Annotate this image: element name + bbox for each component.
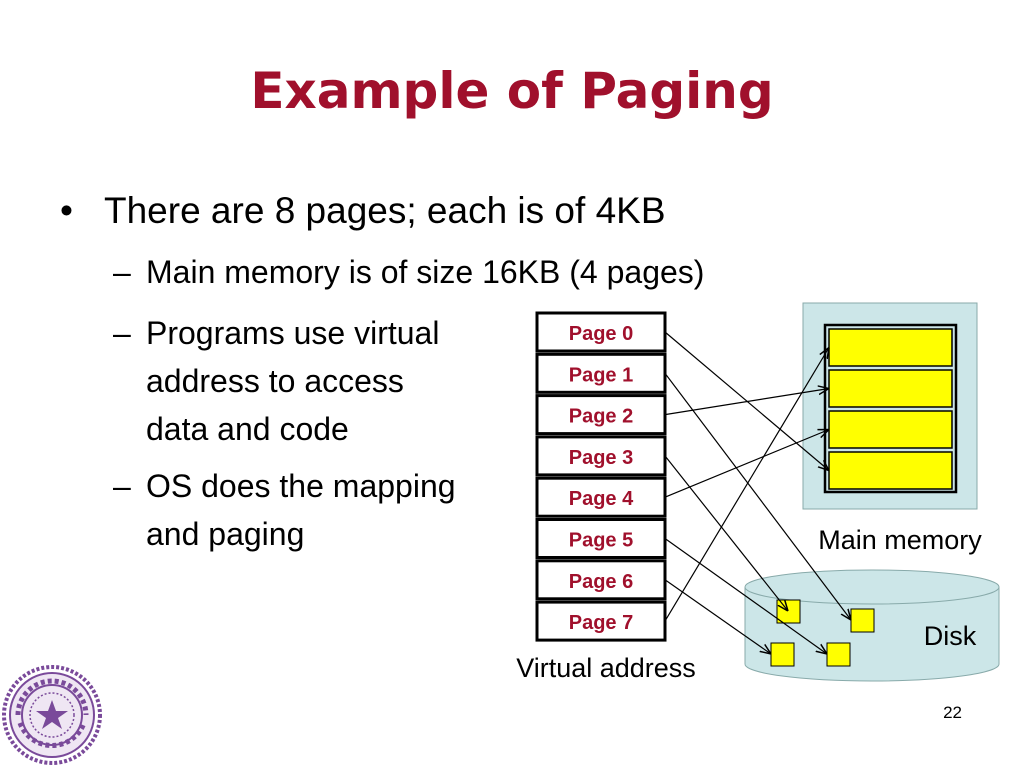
disk-top — [744, 569, 1000, 605]
virtual-pages: Page 0 Page 1 Page 2 Page 3 Page 4 Page 5 Page… — [535, 311, 667, 642]
slide-title: Example of Paging — [250, 62, 774, 120]
page-label: Page 5 — [569, 530, 633, 552]
page-box — [535, 435, 667, 477]
main-memory-label: Main memory — [818, 525, 982, 555]
disk-block — [770, 642, 795, 667]
sub-bullet-text-line: Programs use virtual — [146, 315, 440, 351]
mapping-arrow — [664, 430, 829, 498]
mapping-arrow — [664, 455, 788, 611]
page-box — [535, 559, 667, 601]
sub-bullet-marker: – — [113, 468, 131, 504]
page-box — [535, 600, 667, 642]
main-memory-frame-border — [823, 323, 958, 494]
page-label: Page 7 — [569, 612, 633, 634]
slide-page-number: 22 — [943, 703, 962, 722]
memory-frame — [828, 369, 953, 408]
mapping-arrow — [664, 538, 827, 655]
disk-block — [850, 608, 875, 633]
disk-body — [744, 587, 1000, 682]
page-label: Page 2 — [569, 406, 633, 428]
page-box — [535, 311, 667, 353]
sub-bullet-text-line: address to access — [146, 363, 404, 399]
bullet-marker: • — [60, 190, 73, 231]
mapping-arrow — [664, 348, 829, 622]
disk-label: Disk — [924, 621, 977, 651]
sub-bullet-marker: – — [113, 254, 131, 290]
memory-frames — [828, 328, 953, 490]
page-box — [535, 518, 667, 559]
memory-frame — [828, 328, 953, 367]
sub-bullet-marker: – — [113, 315, 131, 351]
sub-bullet-text: Main memory is of size 16KB (4 pages) — [146, 254, 705, 290]
memory-frame — [828, 410, 953, 449]
page-label: Page 4 — [569, 488, 634, 510]
virtual-address-label: Virtual address — [516, 653, 696, 683]
university-seal-logo — [2, 665, 102, 765]
bullet-text: There are 8 pages; each is of 4KB — [104, 190, 666, 231]
disk-block — [826, 642, 851, 667]
disk-cylinder — [744, 569, 1000, 682]
page-label: Page 1 — [569, 364, 633, 386]
page-label: Page 0 — [569, 323, 633, 345]
sub-bullet-text-line: and paging — [146, 516, 305, 552]
page-label: Page 6 — [569, 571, 633, 593]
sub-bullet-text-line: OS does the mapping — [146, 468, 456, 504]
page-label: Page 3 — [569, 447, 633, 469]
mapping-arrow — [664, 372, 851, 620]
memory-frame — [828, 451, 953, 490]
mapping-arrows — [664, 331, 851, 655]
disk-block — [776, 599, 801, 624]
sub-bullet-text-line: data and code — [146, 411, 349, 447]
